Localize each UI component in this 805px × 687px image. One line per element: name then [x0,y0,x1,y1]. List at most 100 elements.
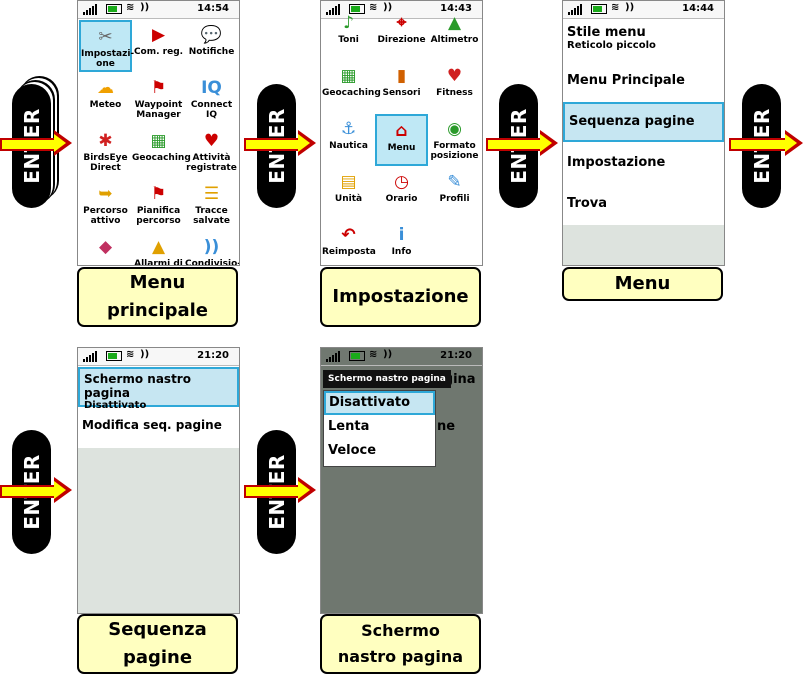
menu-style-item[interactable]: Stile menu Reticolo piccolo [563,25,724,51]
app-icon: ▦ [340,66,357,86]
grid-item[interactable]: ▲Allarmi di [132,232,185,265]
find-item[interactable]: Trova [567,196,608,211]
grid-item[interactable]: ▮ Sensori [375,61,428,113]
status-bar: ≋ )) 21:20 [78,348,239,366]
menu-style-title: Stile menu [567,25,646,40]
page-ribbon-item[interactable]: Schermo nastro pagina Disattivato [78,367,239,411]
grid-item[interactable]: ◷ Orario [375,167,428,219]
app-icon: ▲ [447,13,462,33]
app-label: Tracce salvate [193,206,230,226]
app-label: Fitness [436,88,473,98]
caption-text: Schermo nastro pagina [337,621,464,666]
app-label: Orario [385,194,418,204]
app-icon: ⌂ [395,121,408,141]
app-label: Percorso attivo [83,206,128,226]
status-time: 14:44 [682,3,714,14]
grid-item[interactable]: ▶Com. reg. [132,20,185,72]
battery-icon [106,4,122,14]
sensor-icon: )) [625,2,635,13]
wifi-icon: ≋ [126,2,135,13]
grid-item[interactable]: ▦ Geocaching [132,126,191,178]
app-label: Sensori [382,88,421,98]
grid-item[interactable]: 💬Notifiche [185,20,238,72]
app-icon: ↶ [341,225,356,245]
grid-item[interactable]: ✂Impostazi-one [79,20,134,72]
grid-item[interactable]: ☰Tracce salvate [185,179,238,231]
grid-item[interactable]: ◆ [79,232,132,265]
grid-item[interactable]: ⚑Pianifica percorso [132,179,185,231]
grid-item[interactable]: ▤Unità [322,167,375,219]
app-icon: ⌖ [396,13,407,33]
grid-item[interactable]: ⌖ Direzione [375,8,428,60]
option-fast[interactable]: Veloce [328,443,377,458]
caption-main-menu: Menu principale [77,267,238,327]
battery-icon [349,351,365,361]
status-bar: ≋ )) 14:43 [321,1,482,19]
app-icon: ⚑ [150,184,167,204]
grid-item[interactable]: ✱BirdsEye Direct [79,126,132,178]
app-icon: ▤ [340,172,357,192]
grid-item[interactable]: ♪Toni [322,8,375,60]
app-icon: 💬 [200,25,223,45]
grid-item[interactable]: ▦Geocaching [322,61,381,113]
grid-item[interactable]: ◉Formato posizione [428,114,481,166]
status-bar: ≋ )) 14:54 [78,1,239,19]
signal-icon [83,351,97,362]
grid-item[interactable]: ☁Meteo [79,73,132,125]
status-bar: ≋ )) 14:44 [563,1,724,19]
caption-settings: Impostazione [320,267,481,327]
screen-menu: ≋ )) 14:44 Stile menu Reticolo piccolo M… [562,0,725,266]
app-icon: ▦ [150,131,167,151]
app-label: Reimposta [322,247,376,257]
grid-item[interactable]: ⌂Menu [375,114,428,166]
app-icon: ◉ [447,119,462,139]
wifi-icon: ≋ [369,2,378,13]
app-icon: ♪ [343,13,354,33]
grid-item[interactable]: )) Condivisio- [185,232,240,266]
app-label: Attività registrate [186,153,237,173]
grid-item[interactable]: ✎Profili [428,167,481,219]
app-label: Direzione [377,35,426,45]
sensor-icon: )) [383,349,393,360]
caption-text: Impostazione [332,286,469,307]
app-label: Connect IQ [190,100,233,120]
grid-item[interactable]: ➥Percorso attivo [79,179,132,231]
page-sequence-item[interactable]: Sequenza pagine [563,102,724,142]
status-time: 14:54 [197,3,229,14]
app-icon: ◷ [394,172,409,192]
grid-item[interactable]: ▲Altimetro [428,8,481,60]
app-label: Info [391,247,412,257]
app-icon: ☁ [97,78,114,98]
option-slow[interactable]: Lenta [328,419,370,434]
wifi-icon: ≋ [611,2,620,13]
settings-item[interactable]: Impostazione [567,155,666,170]
sensor-icon: )) [383,2,393,13]
app-label: Pianifica percorso [136,206,181,226]
edit-sequence-item[interactable]: Modifica seq. pagine [82,418,222,432]
app-icon: ▮ [396,66,407,86]
screen-settings: ≋ )) 14:43 ♪Toni ⌖ Direzione▲Altimetro ▦Geo… [320,0,483,266]
app-icon: ▲ [151,237,166,257]
grid-item[interactable]: ⚓Nautica [322,114,375,166]
app-label: Formato posizione [430,141,479,161]
caption-text: Sequenza pagine [108,619,207,668]
app-icon: )) [203,237,220,257]
app-icon: ➥ [98,184,113,204]
caption-text: Menu principale [107,272,208,321]
app-label: Condivisio- [185,259,240,266]
page-ribbon-value: Disattivato [84,400,147,411]
grid-item[interactable]: ↶ Reimposta [322,220,376,265]
app-icon: ⚓ [340,119,357,139]
grid-item[interactable]: ⚑Waypoint Manager [132,73,185,125]
grid-item[interactable]: ♥Attività registrate [185,126,238,178]
main-menu-item[interactable]: Menu Principale [567,73,685,88]
option-off[interactable]: Disattivato [324,391,435,415]
status-time: 21:20 [197,350,229,361]
status-bar: ≋ )) 21:20 [321,348,482,366]
background-text-2: ne [437,419,456,434]
app-label: Geocaching [132,153,191,163]
app-icon: IQ [201,78,222,98]
grid-item[interactable]: ♥Fitness [428,61,481,113]
